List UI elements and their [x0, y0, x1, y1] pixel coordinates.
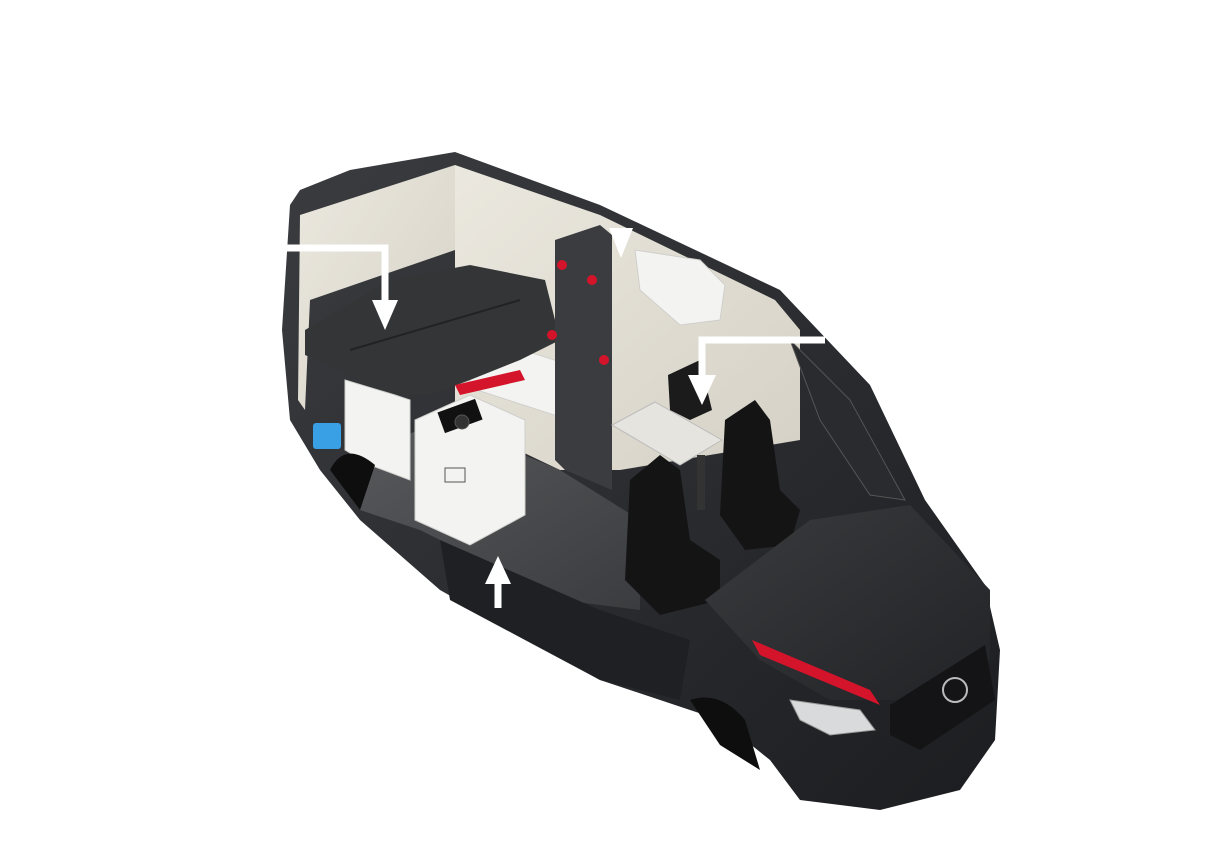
seat-arrow: [688, 336, 825, 405]
front-grille: [890, 645, 995, 750]
driver-seat: [625, 455, 720, 615]
headlight: [789, 699, 876, 736]
vent-grille: [444, 467, 466, 483]
wardrobe-red-hook-2: [587, 275, 597, 285]
rear-wall: [298, 165, 455, 410]
emblem-icon: [942, 677, 968, 703]
windshield: [789, 339, 906, 501]
bed-platform: [305, 265, 560, 395]
hood-red-accent: [752, 640, 880, 705]
upper-cabinet-front: [634, 249, 726, 326]
red-bed-strap: [455, 370, 525, 395]
front-wheel-arch: [690, 697, 760, 770]
table-post: [697, 455, 705, 510]
wardrobe-arrow: [609, 228, 633, 258]
passenger-seat: [720, 400, 800, 550]
water-tank: [313, 423, 341, 449]
kitchen-unit: [414, 394, 526, 546]
wardrobe: [555, 225, 612, 490]
shelving: [344, 379, 411, 481]
bed-arrow: [282, 244, 398, 330]
kitchen-arrow: [485, 556, 511, 608]
rear-wheel-arch: [330, 453, 375, 510]
wardrobe-red-hook-1: [557, 260, 567, 270]
wardrobe-red-hook-3: [547, 330, 557, 340]
burner: [454, 414, 470, 430]
swivel-table: [610, 401, 723, 466]
bed-seam: [349, 299, 521, 351]
wardrobe-red-hook-4: [599, 355, 609, 365]
